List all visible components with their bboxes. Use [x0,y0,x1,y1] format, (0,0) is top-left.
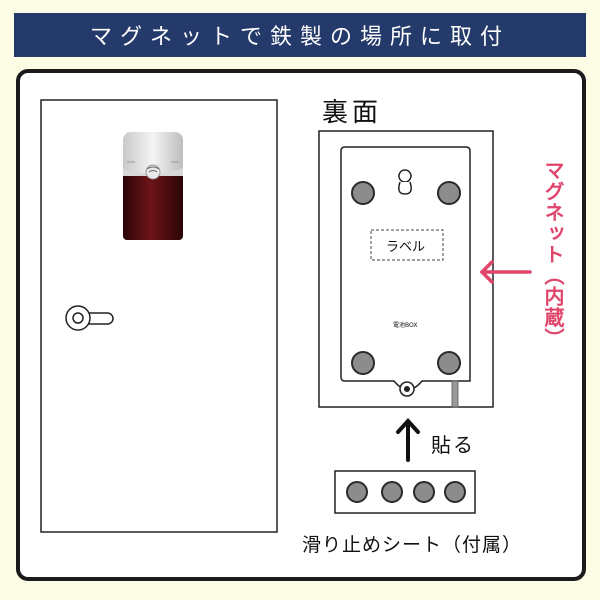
door-handle-icon [65,305,114,331]
magnet-bottom-right [437,351,461,375]
back-label: 裏面 [322,98,383,128]
magnet-label: マグネット（内蔵） [541,160,565,349]
stick-label: 貼る [431,433,475,457]
chime-unit-icon [123,132,183,240]
sheet-pads [346,481,466,503]
back-housing [340,146,471,391]
arrow-left-icon [479,260,532,284]
sheet-caption: 滑り止めシート（付属） [302,534,523,556]
magnet-top-right [437,181,461,205]
title-banner: マグネットで鉄製の場所に取付 [14,13,586,57]
keyhole-icon [398,169,412,195]
magnet-bottom-left [351,351,375,375]
label-box [370,229,444,261]
battery-box-text: 電池BOX [393,322,418,329]
title-text: マグネットで鉄製の場所に取付 [89,25,510,50]
device-label-text: ラベル [386,240,426,255]
screw-icon [399,381,415,397]
back-magnets [351,181,461,375]
arrow-up-icon [396,418,420,462]
magnet-top-left [351,181,375,205]
cable [451,380,459,408]
